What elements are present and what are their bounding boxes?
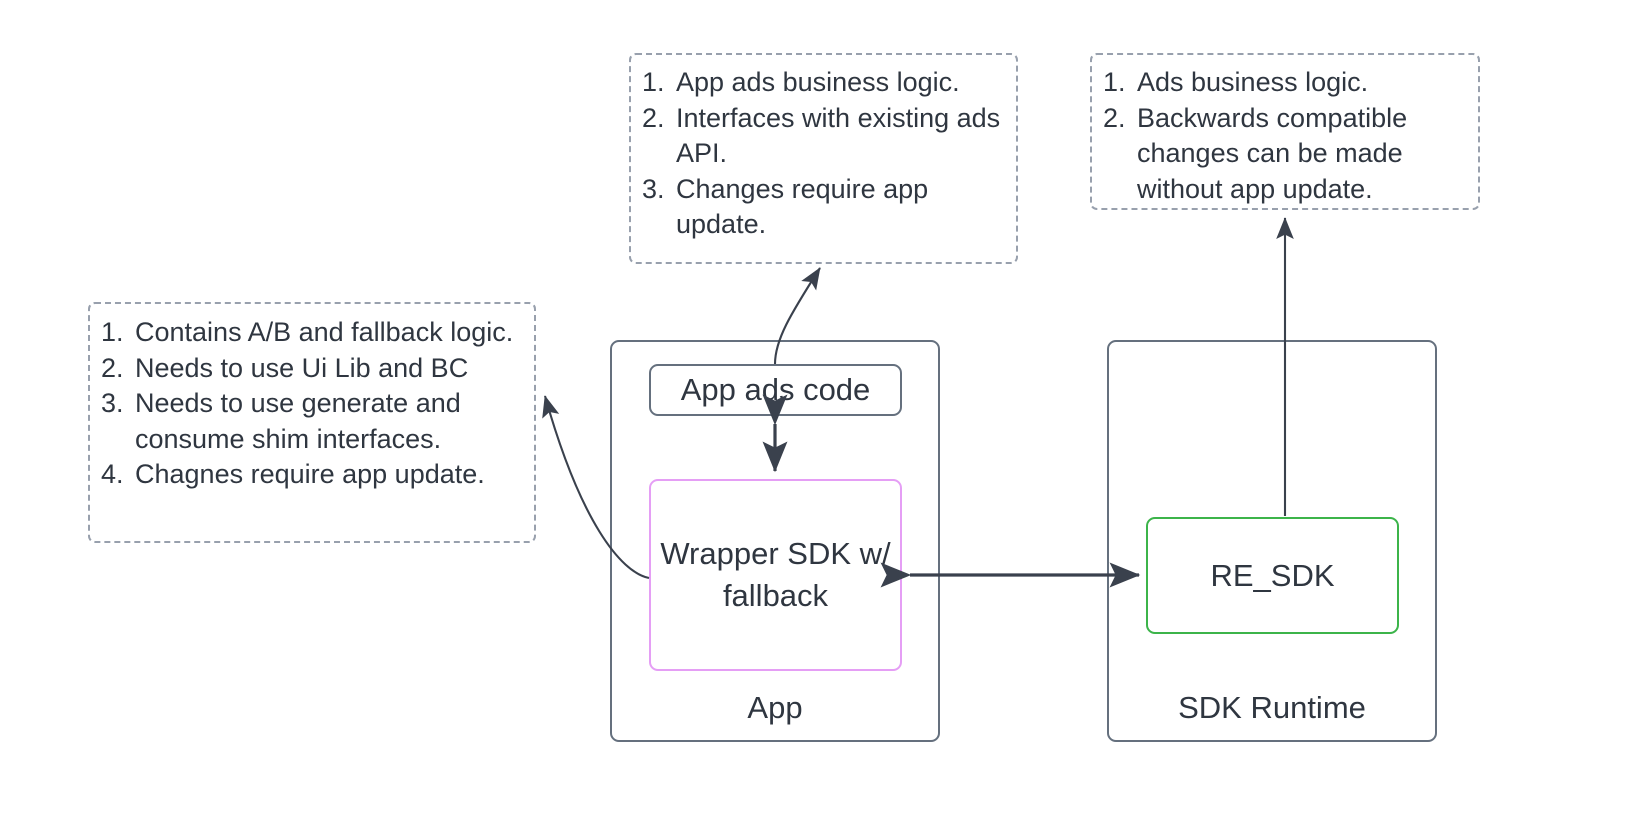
list-item: 2. Interfaces with existing ads API. — [642, 101, 1004, 172]
list-item-text: Backwards compatible changes can be made… — [1137, 102, 1415, 204]
list-item-text: Contains A/B and fallback logic. — [135, 317, 514, 347]
note-re-sdk-list: 1. Ads business logic. 2. Backwards comp… — [1103, 65, 1466, 207]
list-item-number: 2. — [642, 102, 665, 133]
note-wrapper-sdk: 1. Contains A/B and fallback logic. 2. N… — [88, 302, 536, 543]
note-app-ads-code: 1. App ads business logic. 2. Interfaces… — [629, 53, 1018, 264]
list-item-number: 2. — [1103, 102, 1126, 133]
list-item-number: 1. — [101, 317, 124, 347]
node-wrapper-sdk-label: Wrapper SDK w/ fallback — [660, 536, 891, 613]
list-item: 1. Contains A/B and fallback logic. — [101, 315, 522, 351]
note-app-ads-code-list: 1. App ads business logic. 2. Interfaces… — [642, 65, 1004, 243]
node-wrapper-sdk[interactable]: Wrapper SDK w/ fallback — [649, 479, 902, 671]
list-item-text: Changes require app update. — [676, 173, 936, 240]
list-item-text: App ads business logic. — [676, 67, 960, 97]
node-re-sdk[interactable]: RE_SDK — [1146, 517, 1399, 634]
list-item-text: Ads business logic. — [1137, 67, 1369, 97]
list-item: 3. Changes require app update. — [642, 172, 1004, 243]
list-item-number: 4. — [101, 459, 124, 489]
list-item-number: 1. — [1103, 67, 1126, 97]
list-item: 2. Backwards compatible changes can be m… — [1103, 101, 1466, 208]
list-item-number: 3. — [642, 173, 665, 204]
container-sdk-runtime-label: SDK Runtime — [1178, 690, 1366, 725]
list-item: 1. App ads business logic. — [642, 65, 1004, 101]
list-item-text: Interfaces with existing ads API. — [676, 102, 1007, 169]
node-app-ads-code-label: App ads code — [680, 372, 871, 407]
container-app-label: App — [747, 690, 803, 725]
list-item-number: 3. — [101, 388, 124, 418]
note-wrapper-sdk-list: 1. Contains A/B and fallback logic. 2. N… — [101, 315, 522, 493]
list-item-text: Needs to use Ui Lib and BC — [135, 352, 469, 383]
list-item: 3. Needs to use generate and consume shi… — [101, 386, 522, 457]
note-re-sdk: 1. Ads business logic. 2. Backwards comp… — [1090, 53, 1480, 210]
list-item: 2. Needs to use Ui Lib and BC — [101, 351, 522, 387]
node-re-sdk-label: RE_SDK — [1210, 557, 1335, 593]
list-item: 1. Ads business logic. — [1103, 65, 1466, 101]
list-item: 4. Chagnes require app update. — [101, 457, 522, 493]
list-item-text: Needs to use generate and consume shim i… — [135, 388, 469, 454]
list-item-number: 1. — [642, 67, 665, 97]
list-item-text: Chagnes require app update. — [135, 459, 485, 489]
list-item-number: 2. — [101, 352, 124, 383]
node-app-ads-code[interactable]: App ads code — [649, 364, 902, 416]
